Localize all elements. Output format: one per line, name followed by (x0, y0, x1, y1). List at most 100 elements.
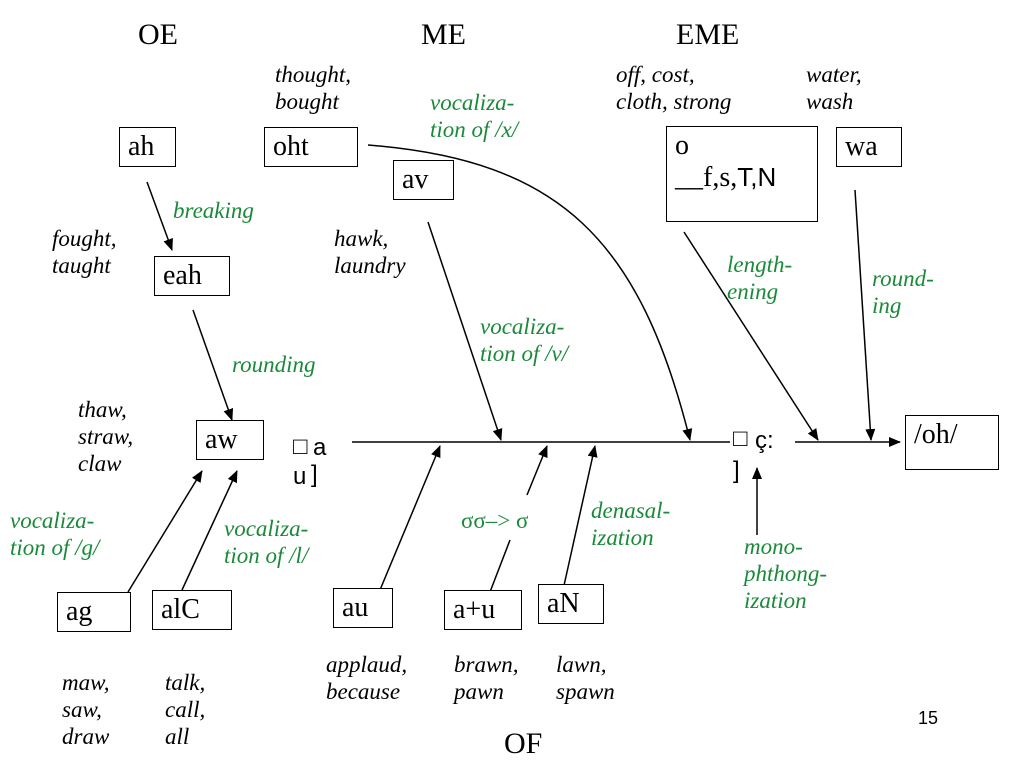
box-oht: oht (264, 127, 358, 168)
phonetic-oo-c: ç: (755, 427, 774, 454)
example-line: wash (806, 88, 854, 114)
box-wa: wa (836, 127, 902, 168)
header-me: ME (421, 18, 466, 51)
arrow-alc-aw (181, 470, 238, 591)
o-context-line2: __f,s,T,N (675, 162, 809, 194)
process-line: ization (591, 524, 654, 550)
phonetic-au-u: u (293, 463, 307, 490)
process-rounding-ing: round- ing (872, 266, 934, 320)
phonetic-oo-inner: □ ç: ] (733, 425, 774, 484)
example-line: maw, (62, 670, 110, 695)
example-line: cloth, strong (616, 88, 732, 114)
example-line: applaud, (326, 652, 408, 677)
process-vocalization-x: vocaliza- tion of /x/ (430, 90, 518, 144)
process-line: tion of /v/ (480, 340, 569, 366)
header-eme: EME (676, 18, 740, 51)
process-vocalization-l: vocaliza- tion of /l/ (224, 516, 308, 570)
example-line: spawn (556, 678, 615, 704)
phonetic-au-a: a (313, 434, 327, 461)
process-line: tion of /l/ (224, 542, 309, 568)
process-line: vocaliza- (480, 314, 565, 339)
phonetic-au-inner: □ a u ] (293, 433, 327, 490)
process-line: vocaliza- (430, 90, 515, 115)
process-vocalization-g: vocaliza- tion of /g/ (10, 508, 99, 562)
example-line: talk, (165, 670, 206, 695)
box-an: aN (538, 584, 604, 625)
o-context-line1: o (675, 130, 689, 161)
example-line: laundry (334, 252, 406, 278)
example-line: fought, (52, 226, 117, 251)
example-line: draw (62, 723, 110, 749)
example-maw-saw-draw: maw, saw, draw (62, 670, 110, 751)
example-line: saw, (62, 696, 102, 722)
o-context-fs: __f,s, (675, 162, 738, 194)
arrow-an-main (562, 445, 598, 591)
arrow-au-main (379, 445, 441, 591)
box-ah: ah (119, 127, 176, 168)
box-eah: eah (154, 256, 230, 297)
process-line: tion of /x/ (430, 116, 519, 142)
process-breaking: breaking (173, 198, 254, 225)
process-line: rounding (232, 352, 316, 377)
example-line: call, (165, 696, 206, 722)
box-aw: aw (196, 420, 264, 461)
example-line: hawk, (334, 226, 389, 251)
example-brawn-pawn: brawn, pawn (454, 652, 519, 706)
page-number: 15 (918, 708, 939, 728)
arrow-aplusu-upper (526, 445, 548, 496)
process-line: ening (727, 278, 779, 304)
example-applaud-because: applaud, because (326, 652, 407, 706)
arrow-av-main (427, 221, 503, 441)
process-line: length- (727, 252, 793, 277)
arrow-eah-aw (192, 309, 234, 421)
example-line: straw, (78, 423, 134, 449)
example-line: lawn, (556, 652, 607, 677)
o-context-tn: T,N (737, 162, 777, 193)
example-hawk-laundry: hawk, laundry (334, 226, 406, 280)
phonetic-au: □ a u ] (293, 433, 343, 494)
process-line: breaking (173, 198, 254, 223)
example-line: all (165, 723, 190, 749)
arrow-ah-eah (146, 181, 173, 251)
arrow-o-main (683, 231, 819, 441)
arrow-aplusu-lower (489, 539, 511, 593)
example-talk-call-all: talk, call, all (165, 670, 205, 751)
example-line: claw (78, 450, 122, 476)
process-line: denasal- (591, 498, 671, 523)
phonetic-oo: □ ç: ] (733, 425, 793, 486)
example-line: thaw, (78, 397, 127, 422)
example-line: taught (52, 252, 111, 278)
example-line: bought (275, 88, 339, 114)
box-a-plus-u: a+u (444, 590, 522, 631)
example-line: off, cost, (616, 62, 695, 87)
process-denasalization: denasal- ization (591, 498, 670, 552)
process-line: ization (744, 587, 807, 613)
example-line: brawn, (454, 652, 519, 677)
box-ag: ag (57, 592, 131, 633)
box-au: au (333, 588, 393, 629)
box-o-context: o __f,s,T,N (666, 126, 818, 222)
arrow-oht-main (367, 144, 693, 441)
box-alc: alC (152, 590, 232, 631)
example-fought-taught: fought, taught (52, 226, 117, 280)
example-line: because (326, 678, 401, 704)
box-av: av (393, 160, 454, 201)
header-oe: OE (138, 18, 178, 51)
process-line: ing (872, 292, 902, 318)
example-lawn-spawn: lawn, spawn (556, 652, 615, 706)
process-vocalization-v: vocaliza- tion of /v/ (480, 314, 568, 368)
process-monophthongization: mono- phthong- ization (744, 534, 827, 615)
header-of: OF (504, 727, 543, 760)
example-line: water, (806, 62, 862, 87)
process-lengthening: length- ening (727, 252, 792, 306)
process-line: vocaliza- (10, 508, 95, 533)
arrow-wa-main (854, 189, 876, 441)
arrow-ag-aw (127, 470, 203, 593)
process-line: phthong- (744, 560, 828, 586)
process-line: mono- (744, 534, 803, 559)
process-line: tion of /g/ (10, 534, 100, 560)
process-line: round- (872, 266, 934, 291)
example-off-cost: off, cost, cloth, strong (616, 62, 731, 116)
example-line: pawn (454, 678, 504, 704)
